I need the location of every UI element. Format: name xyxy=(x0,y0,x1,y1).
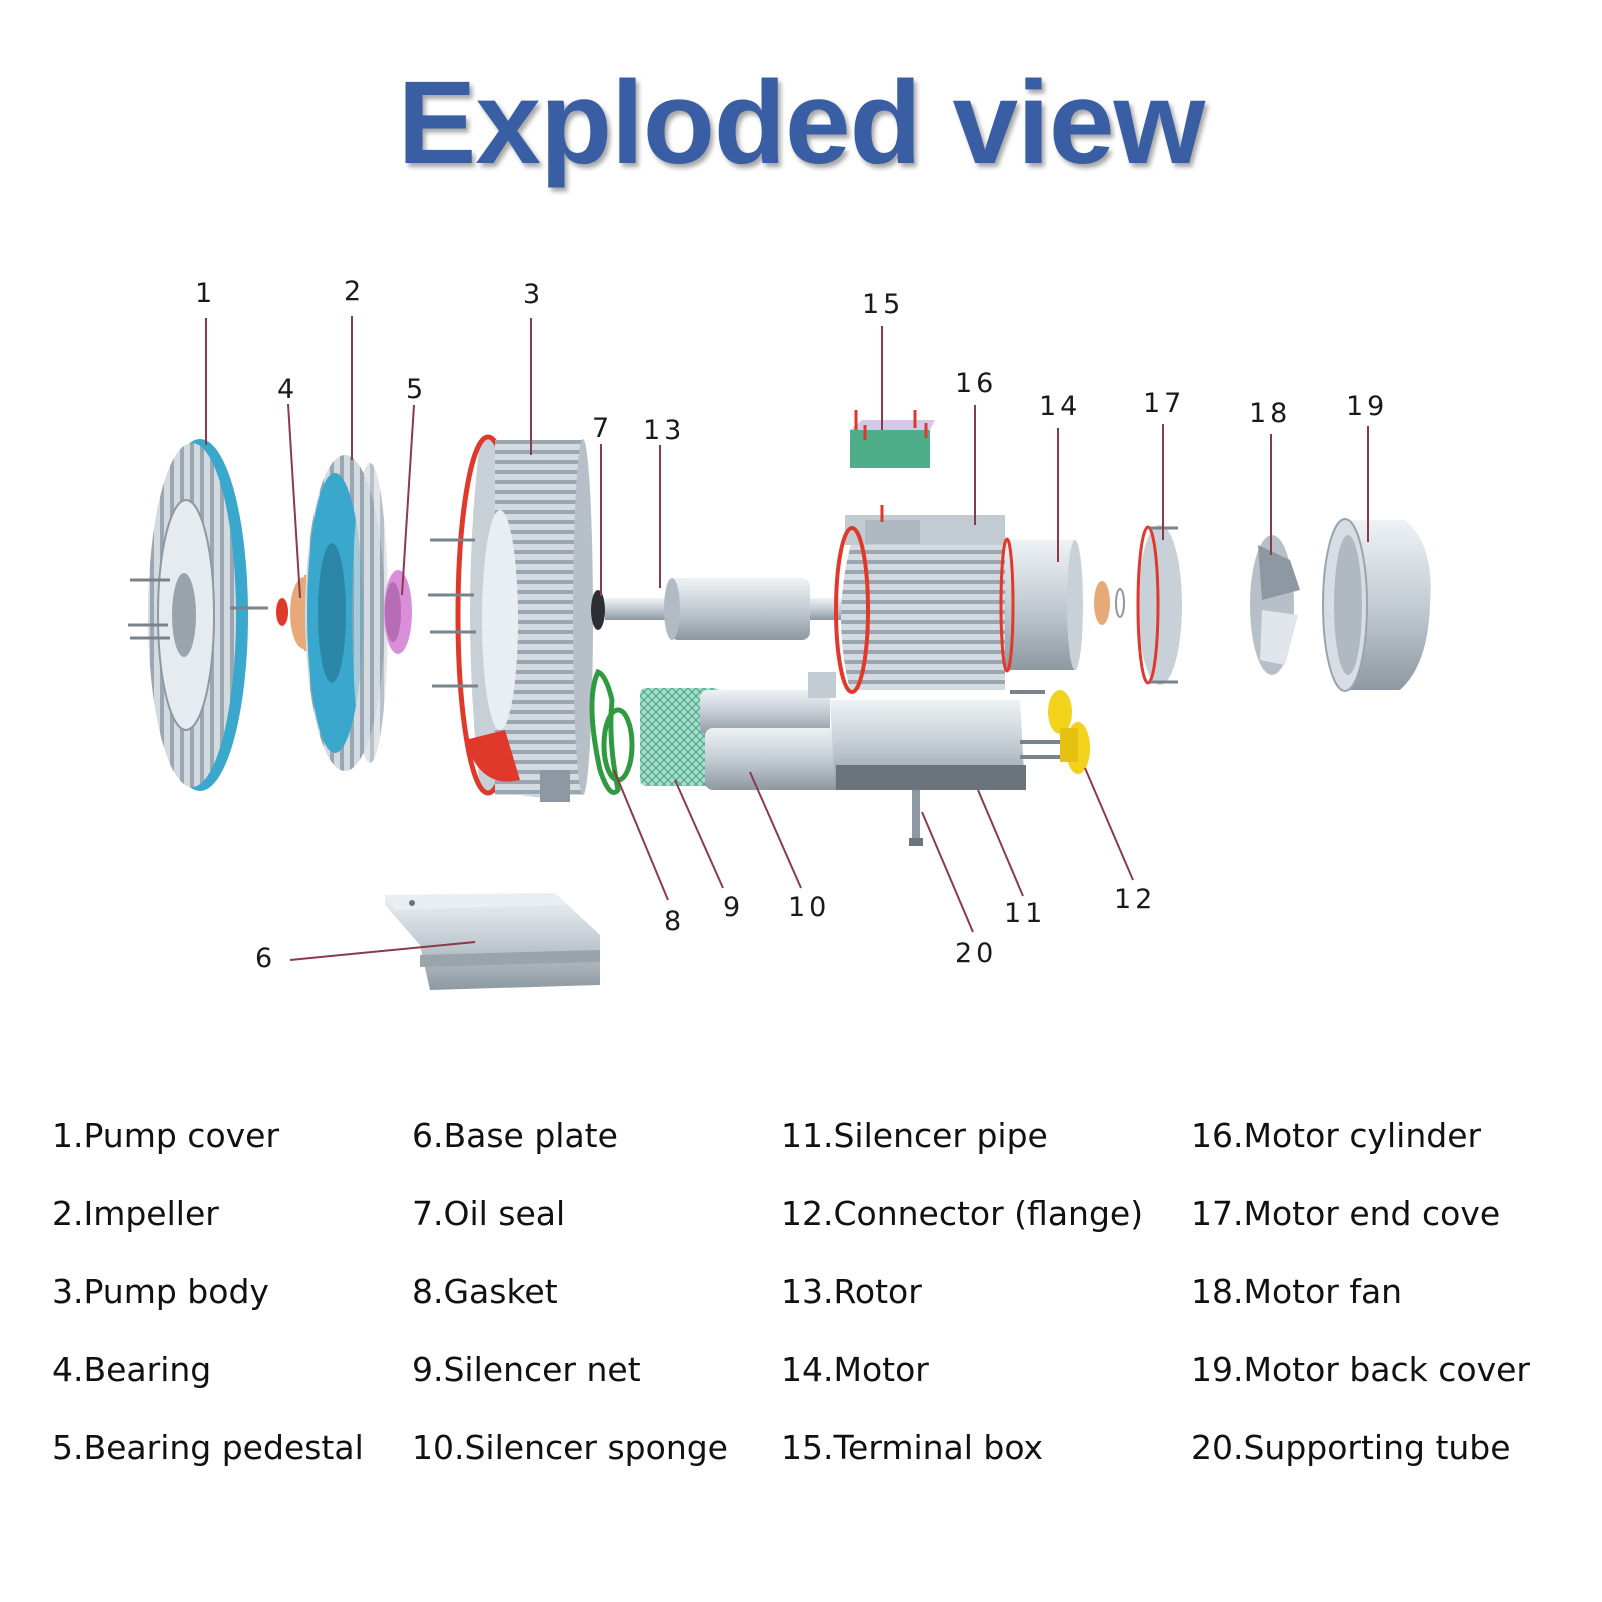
legend-item-12: 12.Connector (flange) xyxy=(781,1194,1144,1233)
oil-seal-part xyxy=(591,590,605,630)
leader-lines xyxy=(205,316,1369,961)
small-seal-part xyxy=(276,598,288,626)
part-label-12: 12 xyxy=(1114,884,1156,915)
base-plate-part xyxy=(385,893,600,990)
gasket-part xyxy=(589,668,635,795)
part-label-20: 20 xyxy=(955,938,997,969)
legend-item-10: 10.Silencer sponge xyxy=(412,1428,728,1467)
legend-item-14: 14.Motor xyxy=(781,1350,929,1389)
motor-fan-part xyxy=(1250,535,1300,675)
part-label-16: 16 xyxy=(955,368,997,399)
part-label-9: 9 xyxy=(723,892,744,923)
rotor-part xyxy=(605,578,855,640)
legend-item-17: 17.Motor end cove xyxy=(1191,1194,1501,1233)
motor-part xyxy=(999,537,1083,673)
pump-cover-part xyxy=(128,439,268,791)
legend-item-1: 1.Pump cover xyxy=(52,1116,280,1155)
part-label-14: 14 xyxy=(1039,391,1081,422)
page-title: Exploded view xyxy=(397,57,1206,189)
part-number-labels: 1 2 3 4 5 6 7 8 9 10 11 12 13 14 15 16 1… xyxy=(195,276,1388,974)
legend-item-11: 11.Silencer pipe xyxy=(781,1116,1048,1155)
legend-item-6: 6.Base plate xyxy=(412,1116,618,1155)
silencer-assembly-part xyxy=(640,672,1062,790)
legend-item-18: 18.Motor fan xyxy=(1191,1272,1403,1311)
part-label-8: 8 xyxy=(664,906,685,937)
exploded-view-diagram: 1 2 3 4 5 6 7 8 9 10 11 12 13 14 15 16 1… xyxy=(128,276,1431,990)
legend-item-7: 7.Oil seal xyxy=(412,1194,566,1233)
part-label-1: 1 xyxy=(195,278,216,309)
legend-item-16: 16.Motor cylinder xyxy=(1191,1116,1482,1155)
part-label-3: 3 xyxy=(523,279,544,310)
legend-item-9: 9.Silencer net xyxy=(412,1350,641,1389)
rear-bearing-part xyxy=(1094,581,1125,625)
supporting-tube-part xyxy=(909,790,923,846)
motor-back-cover-part xyxy=(1322,518,1431,692)
terminal-box-part xyxy=(850,410,935,468)
motor-cylinder-part xyxy=(834,505,1005,694)
part-label-13: 13 xyxy=(643,415,685,446)
part-label-4: 4 xyxy=(277,374,298,405)
part-label-19: 19 xyxy=(1346,391,1388,422)
pump-body-part xyxy=(428,434,593,802)
legend-item-13: 13.Rotor xyxy=(781,1272,922,1311)
legend-item-20: 20.Supporting tube xyxy=(1191,1428,1511,1467)
part-label-18: 18 xyxy=(1249,398,1291,429)
legend-item-2: 2.Impeller xyxy=(52,1194,219,1233)
part-label-2: 2 xyxy=(344,276,365,307)
motor-end-cover-part xyxy=(1136,525,1182,685)
part-label-10: 10 xyxy=(788,892,830,923)
bearing-pedestal-part xyxy=(384,570,412,654)
legend-item-15: 15.Terminal box xyxy=(781,1428,1044,1467)
part-label-17: 17 xyxy=(1143,388,1185,419)
legend-item-4: 4.Bearing xyxy=(52,1350,212,1389)
legend-item-19: 19.Motor back cover xyxy=(1191,1350,1530,1389)
part-label-7: 7 xyxy=(592,413,613,444)
legend-item-5: 5.Bearing pedestal xyxy=(52,1428,364,1467)
parts-legend: 1.Pump cover 2.Impeller 3.Pump body 4.Be… xyxy=(0,1108,1602,1508)
part-label-5: 5 xyxy=(406,374,427,405)
part-label-15: 15 xyxy=(862,289,904,320)
legend-item-3: 3.Pump body xyxy=(52,1272,269,1311)
legend-item-8: 8.Gasket xyxy=(412,1272,558,1311)
part-label-11: 11 xyxy=(1004,898,1046,929)
impeller-part xyxy=(305,455,388,771)
connector-flange-part xyxy=(1048,690,1090,774)
part-label-6: 6 xyxy=(255,943,276,974)
